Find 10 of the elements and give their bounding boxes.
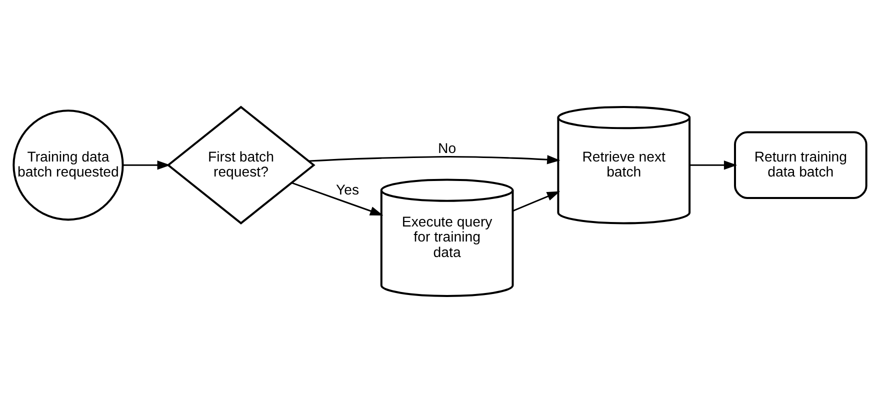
arrow bbox=[690, 160, 738, 170]
edge-label: No bbox=[438, 140, 456, 156]
node-circle: Training data batch requested bbox=[12, 110, 124, 221]
arrow bbox=[308, 155, 560, 164]
arrow bbox=[122, 160, 170, 170]
node-box: Return training data batch bbox=[734, 131, 868, 199]
node-diamond: First batch request? bbox=[166, 106, 316, 225]
arrow bbox=[291, 182, 384, 216]
arrow bbox=[512, 191, 560, 212]
edge-label: Yes bbox=[336, 182, 360, 198]
